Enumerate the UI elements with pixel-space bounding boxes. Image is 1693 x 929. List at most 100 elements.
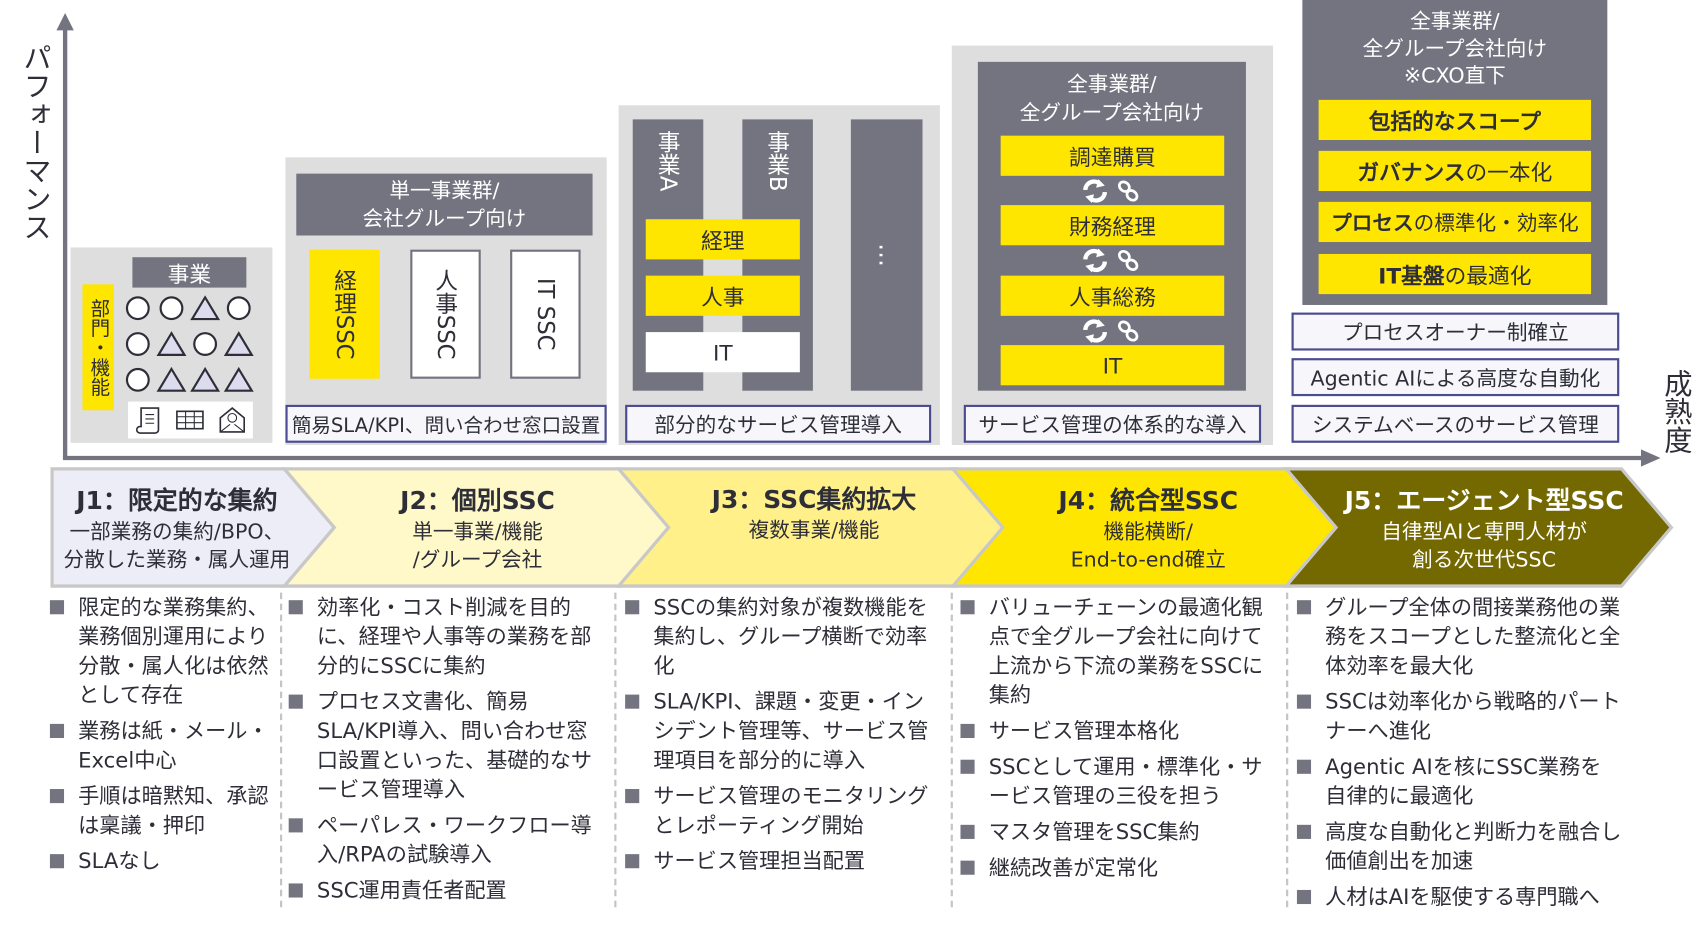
circle-shape — [125, 332, 150, 356]
j5-footer-agentic-ai: Agentic AIによる高度な自動化 — [1291, 358, 1620, 397]
j2-accounting-ssc: 経理SSC — [309, 249, 380, 379]
stage-title: J3：SSC集約拡大 — [711, 486, 917, 515]
j5-header-line: ※CXO直下 — [1403, 64, 1506, 88]
stage-subtitle: /グループ会社 — [412, 548, 543, 572]
circle-shape — [159, 296, 184, 321]
stage-j1-label: J1：限定的な集約 一部業務の集約/BPO、 分散した業務・属人運用 — [52, 478, 302, 582]
j4-connector — [1081, 317, 1146, 350]
bar-bold-text: ガバナンス — [1357, 159, 1466, 186]
sync-icon — [1083, 319, 1108, 343]
j4-bar-hr-ga: 人事総務 — [1000, 275, 1225, 316]
bar-bold-text: プロセス — [1331, 211, 1414, 236]
stage-subtitle: 一部業務の集約/BPO、 — [69, 519, 285, 544]
j4-header: 全事業群/ 全グループ会社向け — [978, 71, 1246, 127]
bullet-item: SSCは効率化から戦略的パートナーへ進化 — [1296, 687, 1623, 746]
bullet-item: SLAなし — [49, 847, 274, 876]
j5-header-line: 全事業群/ — [1410, 9, 1500, 34]
triangle-shape — [190, 295, 221, 321]
triangle-shape — [156, 331, 187, 356]
stage-j2-bullets: 効率化・コスト削減を目的に、経理や人事等の業務を部分的にSSCに集約プロセス文書… — [288, 593, 608, 912]
stage-j4-label: J4：統合型SSC 機能横断/ End-to-end確立 — [1002, 478, 1295, 582]
x-axis-label: 成熟度 — [1659, 369, 1692, 454]
j3-footer: 部分的なサービス管理導入 — [625, 404, 932, 443]
sync-icon — [1083, 179, 1108, 203]
bullet-item: 継続改善が定常化 — [960, 853, 1279, 882]
bullet-item: 限定的な業務集約、業務個別運用により分散・属人化は依然として存在 — [49, 593, 274, 710]
link-icon — [1118, 320, 1139, 342]
stage-subtitle: 機能横断/ — [1103, 519, 1193, 544]
bullet-item: 効率化・コスト削減を目的に、経理や人事等の業務を部分的にSSCに集約 — [288, 593, 608, 681]
triangle-shape — [223, 366, 254, 392]
stage-subtitle: End-to-end確立 — [1070, 548, 1226, 572]
j1-icon-strip — [128, 401, 253, 439]
bullet-item: SSCとして運用・標準化・サービス管理の三役を担う — [960, 752, 1279, 811]
bar-bold-text: 包括的なスコープ — [1368, 108, 1542, 135]
triangle-shape — [223, 331, 254, 356]
j1-side-label: 部門・機能 — [82, 284, 114, 411]
j4-header-line: 全グループ会社向け — [1019, 100, 1205, 125]
stage-title: J5：エージェント型SSC — [1344, 487, 1624, 516]
scroll-document-icon — [135, 407, 159, 434]
j2-header: 単一事業群/ 会社グループ向け — [296, 173, 593, 236]
j4-connector — [1081, 177, 1146, 210]
j4-bar-procurement: 調達購買 — [1000, 135, 1225, 176]
bullet-item: マスタ管理をSSC集約 — [960, 817, 1279, 846]
table-icon — [175, 410, 204, 430]
j2-panel: 単一事業群/ 会社グループ向け 経理SSC 人事SSC IT SSC — [285, 157, 607, 445]
bar-bold-text: IT基盤 — [1378, 262, 1445, 289]
j1-shape-grid — [125, 295, 254, 392]
sync-icon — [1083, 248, 1108, 273]
j3-bar-accounting: 経理 — [645, 219, 800, 260]
j5-bar-it: IT基盤の最適化 — [1318, 253, 1592, 295]
stage-j1-bullets: 限定的な業務集約、業務個別運用により分散・属人化は依然として存在業務は紙・メール… — [49, 593, 274, 883]
j5-header-line: 全グループ会社向け — [1362, 36, 1548, 61]
j4-header-line: 全事業群/ — [1067, 72, 1157, 97]
stage-j3-label: J3：SSC集約拡大 複数事業/機能 — [667, 478, 960, 589]
stage-title: J2：個別SSC — [400, 487, 555, 516]
j2-header-line: 会社グループ向け — [362, 206, 527, 231]
stage-subtitle: 分散した業務・属人運用 — [63, 548, 291, 572]
link-icon — [1118, 180, 1139, 202]
bullet-item: 手順は暗黙知、承認は稟議・押印 — [49, 781, 274, 840]
bullet-item: プロセス文書化、簡易SLA/KPI導入、問い合わせ窓口設置といった、基礎的なサー… — [288, 687, 608, 804]
stage-chevrons — [50, 467, 1674, 588]
j3-more-column: … — [850, 119, 923, 391]
x-axis-arrow — [1640, 449, 1661, 467]
j4-bar-it: IT — [1000, 345, 1225, 386]
y-axis-label: パフォーマンス — [18, 43, 52, 241]
stage-j2-label: J2：個別SSC 単一事業/機能 /グループ会社 — [331, 478, 624, 582]
j4-footer: サービス管理の体系的な導入 — [963, 404, 1262, 443]
j5-bar-scope: 包括的なスコープ — [1318, 99, 1592, 141]
j2-footer: 簡易SLA/KPI、問い合わせ窓口設置 — [285, 404, 607, 443]
link-icon — [1118, 249, 1139, 271]
bullet-item: サービス管理本格化 — [960, 716, 1279, 745]
bar-text: の最適化 — [1444, 262, 1532, 289]
bullet-item: グループ全体の間接業務他の業務をスコープとした整流化と全体効率を最大化 — [1296, 593, 1623, 681]
stage-subtitle: 創る次世代SSC — [1412, 548, 1556, 572]
bullet-item: 業務は紙・メール・Excel中心 — [49, 716, 274, 775]
bullet-item: SSCの集約対象が複数機能を集約し、グループ横断で効率化 — [625, 593, 944, 681]
y-axis-arrow — [56, 13, 74, 31]
j5-footer-system-service: システムベースのサービス管理 — [1291, 404, 1620, 443]
axes — [56, 13, 1661, 467]
email-icon — [218, 407, 245, 433]
circle-shape — [125, 367, 150, 392]
bar-text: の標準化・効率化 — [1413, 211, 1579, 236]
circle-shape — [193, 332, 218, 356]
circle-shape — [226, 296, 251, 321]
bullet-item: バリューチェーンの最適化観点で全グループ会社に向けて上流から下流の業務をSSCに… — [960, 593, 1279, 710]
j2-header-line: 単一事業群/ — [389, 178, 500, 203]
triangle-shape — [156, 366, 187, 392]
j3-panel: 事業A 事業B … 経理 人事 IT — [618, 105, 940, 445]
stage-title: J1：限定的な集約 — [76, 487, 278, 516]
j4-bar-finance: 財務経理 — [1000, 205, 1225, 246]
j5-footer-process-owner: プロセスオーナー制確立 — [1291, 312, 1620, 351]
bullet-item: サービス管理担当配置 — [625, 847, 944, 876]
j2-hr-ssc: 人事SSC — [410, 249, 481, 379]
j3-bar-hr: 人事 — [645, 275, 800, 316]
bullet-item: SLA/KPI、課題・変更・インシデント管理等、サービス管理項目を部分的に導入 — [625, 687, 944, 775]
chevron-j5 — [1282, 467, 1674, 588]
stage-subtitle: 自律型AIと専門人材が — [1381, 519, 1588, 544]
j1-header: 事業 — [132, 257, 247, 288]
